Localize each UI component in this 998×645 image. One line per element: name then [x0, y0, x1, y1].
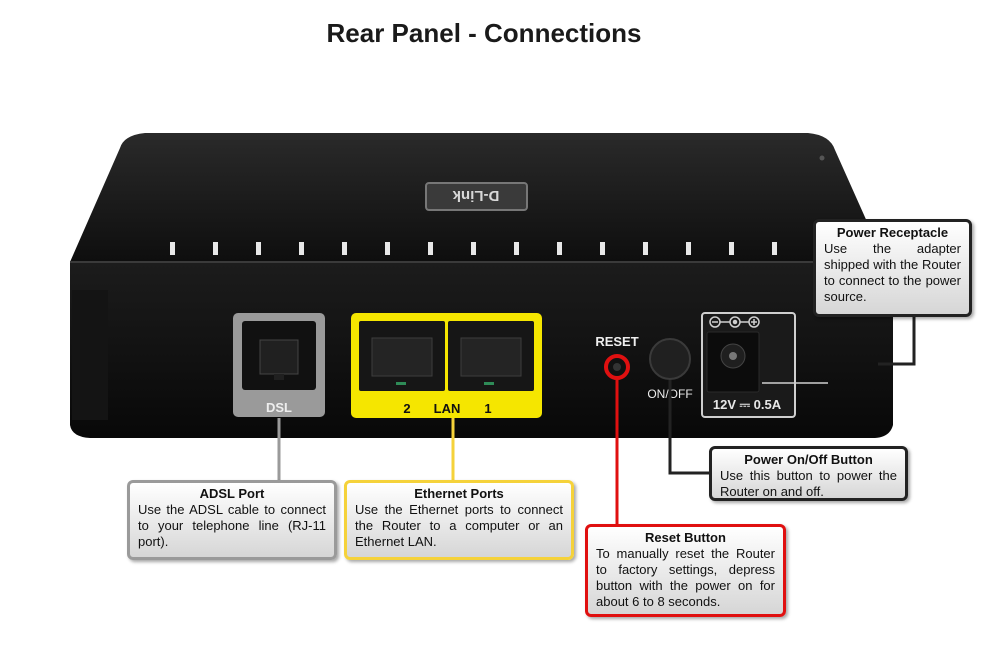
lan-label: LAN	[434, 401, 461, 416]
lan-ports[interactable]: 2 LAN 1	[351, 313, 542, 418]
lan-2-label: 2	[403, 401, 410, 416]
lan-1-label: 1	[484, 401, 491, 416]
dsl-label: DSL	[266, 400, 292, 415]
power-led	[819, 155, 825, 161]
leader-onoff	[668, 380, 709, 475]
callout-power-onoff: Power On/Off Button Use this button to p…	[709, 446, 908, 501]
callout-title: Ethernet Ports	[414, 486, 504, 501]
dsl-port[interactable]: DSL	[233, 313, 325, 417]
leader-power	[878, 317, 916, 366]
svg-text:D-Link: D-Link	[452, 187, 499, 204]
callout-body: To manually reset the Router to factory …	[596, 546, 775, 609]
vents	[170, 242, 777, 255]
page-title: Rear Panel - Connections	[326, 18, 642, 48]
callout-title: ADSL Port	[199, 486, 265, 501]
callout-ethernet-ports: Ethernet Ports Use the Ethernet ports to…	[344, 480, 574, 560]
callout-body: Use the adapter shipped with the Router …	[824, 241, 961, 304]
callout-title: Power On/Off Button	[744, 452, 873, 467]
power-jack[interactable]: 12V ⎓ 0.5A	[701, 312, 828, 418]
power-rating-label: 12V ⎓ 0.5A	[713, 397, 782, 412]
callout-power-receptacle: Power Receptacle Use the adapter shipped…	[813, 219, 972, 317]
dlink-logo: D-Link	[425, 182, 528, 211]
callout-reset-button: Reset Button To manually reset the Route…	[585, 524, 786, 617]
callout-adsl-port: ADSL Port Use the ADSL cable to connect …	[127, 480, 337, 560]
callout-title: Power Receptacle	[836, 225, 949, 240]
callout-title: Reset Button	[645, 530, 726, 545]
callout-body: Use the ADSL cable to connect to your te…	[138, 502, 326, 549]
reset-label: RESET	[595, 334, 638, 349]
callout-body: Use this button to power the Router on a…	[720, 468, 897, 499]
polarity-icon	[709, 316, 760, 328]
reset-button[interactable]: RESET	[595, 334, 639, 380]
callout-body: Use the Ethernet ports to connect the Ro…	[355, 502, 563, 549]
